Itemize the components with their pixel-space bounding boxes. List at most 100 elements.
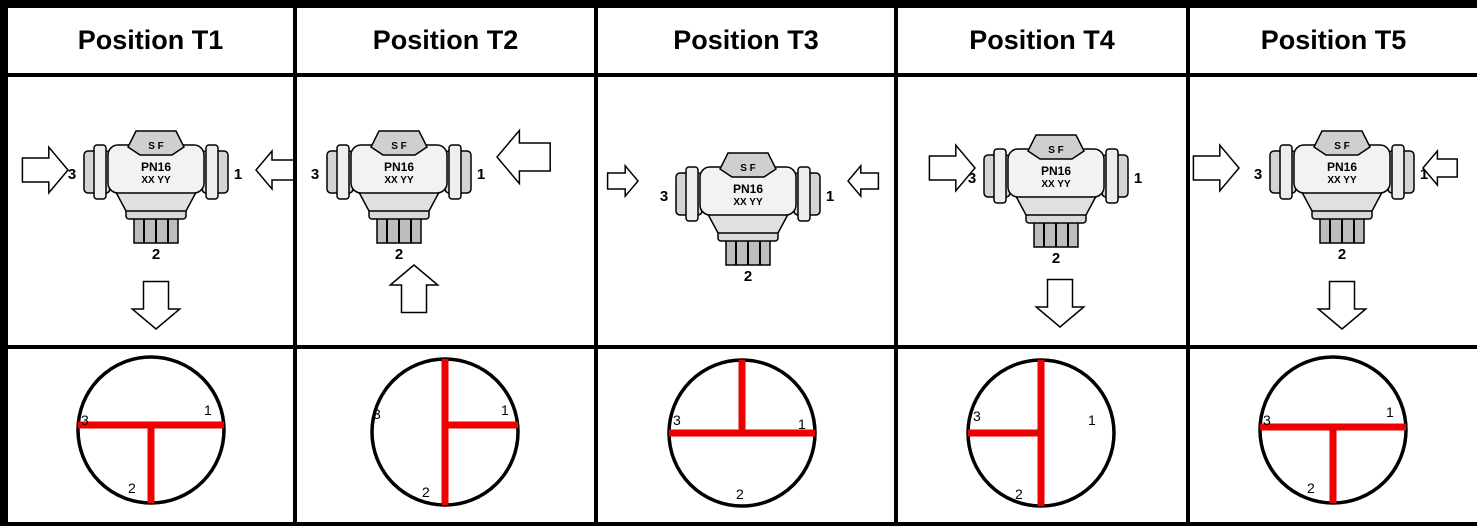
arrow-out-bottom <box>1034 278 1086 328</box>
flow-label-3: 3 <box>373 406 381 422</box>
port-label-1: 1 <box>1134 170 1142 187</box>
port-label-3: 3 <box>968 170 976 187</box>
left-collar <box>993 148 1007 204</box>
left-collar <box>1279 144 1293 200</box>
pressure-text: PN16 <box>1041 164 1071 178</box>
arrow-in-right <box>255 148 293 192</box>
left-collar <box>93 144 107 200</box>
port-label-1: 1 <box>1420 166 1428 183</box>
valve-cap <box>127 130 185 156</box>
valve-cap <box>1313 130 1371 156</box>
valve-cap <box>1027 134 1085 160</box>
cap-text: S F <box>391 141 407 152</box>
flow-label-1: 1 <box>204 402 212 418</box>
arrow-in-right <box>847 163 880 199</box>
right-collar <box>448 144 462 200</box>
arrow-in-bottom <box>388 264 440 314</box>
header-t4-label: Position T4 <box>969 25 1115 55</box>
header-t4: Position T4 <box>898 8 1190 77</box>
flow-label-3: 3 <box>81 412 89 428</box>
arrow-in-left <box>606 163 639 199</box>
right-collar <box>797 166 811 222</box>
code-text: XX YY <box>1327 175 1357 186</box>
flow-label-2: 2 <box>128 480 136 496</box>
header-t3-label: Position T3 <box>673 25 819 55</box>
port-label-3: 3 <box>311 166 319 183</box>
code-text: XX YY <box>384 175 414 186</box>
flow-label-3: 3 <box>1263 412 1271 428</box>
arrow-out-bottom <box>130 280 182 330</box>
right-collar <box>1391 144 1405 200</box>
port-label-2: 2 <box>1338 246 1346 263</box>
header-t1: Position T1 <box>8 8 297 77</box>
cap-text: S F <box>740 163 756 174</box>
flow-label-3: 3 <box>673 412 681 428</box>
flow-label-1: 1 <box>798 416 806 432</box>
cap-text: S F <box>148 141 164 152</box>
flow-graphic-t3: 3 1 2 <box>667 358 817 508</box>
flow-label-2: 2 <box>422 484 430 500</box>
valve-cap <box>370 130 428 156</box>
port-label-3: 3 <box>1254 166 1262 183</box>
port-label-2: 2 <box>1052 250 1060 267</box>
code-text: XX YY <box>733 197 763 208</box>
port-label-2: 2 <box>152 246 160 263</box>
cap-text: S F <box>1334 141 1350 152</box>
right-collar <box>205 144 219 200</box>
arrow-in-left <box>21 145 69 195</box>
arrow-in-left <box>928 143 976 193</box>
header-t2: Position T2 <box>297 8 598 77</box>
port-label-1: 1 <box>826 188 834 205</box>
flow-cell-t1: 3 1 2 <box>8 349 297 522</box>
left-collar <box>336 144 350 200</box>
code-text: XX YY <box>1041 179 1071 190</box>
code-text: XX YY <box>141 175 171 186</box>
flow-label-3: 3 <box>973 408 981 424</box>
port-label-3: 3 <box>660 188 668 205</box>
valve-cap <box>719 152 777 178</box>
flow-label-2: 2 <box>736 486 744 502</box>
port-label-2: 2 <box>395 246 403 263</box>
header-t5: Position T5 <box>1190 8 1477 77</box>
flow-cell-t2: 3 1 2 <box>297 349 598 522</box>
port-label-1: 1 <box>234 166 242 183</box>
flow-graphic-t2: 3 1 2 <box>370 357 520 507</box>
flow-graphic-t1: 3 1 2 <box>76 355 226 505</box>
pressure-text: PN16 <box>1327 160 1357 174</box>
right-collar <box>1105 148 1119 204</box>
arrow-out-bottom <box>1316 280 1368 330</box>
flow-graphic-t5: 3 1 2 <box>1258 355 1408 505</box>
port-label-2: 2 <box>744 268 752 285</box>
flow-label-2: 2 <box>1307 480 1315 496</box>
header-t2-label: Position T2 <box>372 25 519 55</box>
pressure-text: PN16 <box>384 160 414 174</box>
arrow-in-left <box>1192 143 1240 193</box>
flow-label-1: 1 <box>1386 404 1394 420</box>
cap-text: S F <box>1048 145 1064 156</box>
port-label-1: 1 <box>477 166 485 183</box>
flow-label-1: 1 <box>1088 412 1096 428</box>
pressure-text: PN16 <box>141 160 171 174</box>
header-t3: Position T3 <box>598 8 898 77</box>
flow-label-1: 1 <box>501 402 509 418</box>
port-label-3: 3 <box>68 166 76 183</box>
arrow-in-right <box>496 128 551 186</box>
pressure-text: PN16 <box>733 182 763 196</box>
arrow-in-right <box>1422 148 1458 188</box>
